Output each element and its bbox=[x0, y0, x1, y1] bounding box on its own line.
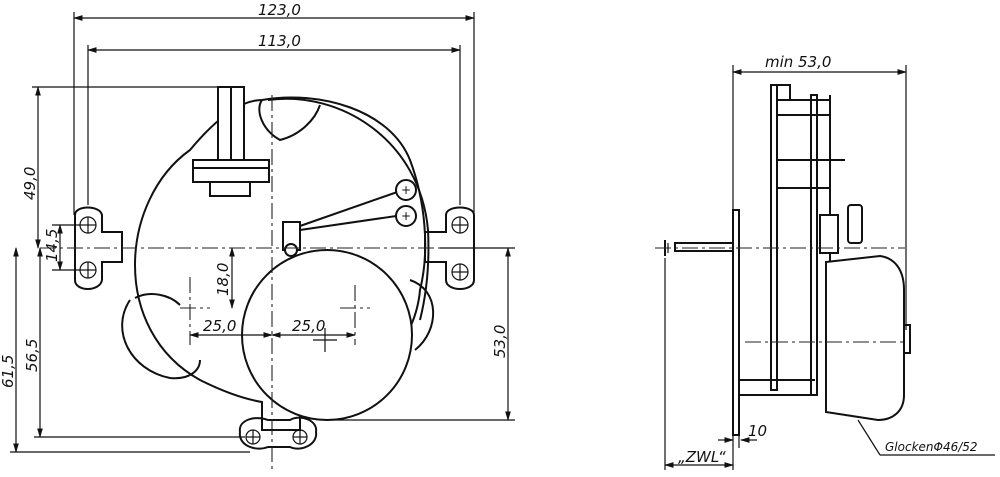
dim-53: 53,0 bbox=[491, 325, 509, 358]
dim-25-left: 25,0 bbox=[203, 317, 236, 335]
svg-text:+: + bbox=[401, 209, 411, 223]
dim-113: 113,0 bbox=[258, 32, 301, 50]
dim-61-5: 61,5 bbox=[0, 355, 17, 388]
dim-zwl: „ZWL“ bbox=[678, 448, 726, 466]
front-view: + + 123,0 113,0 49,0 14,5 61,5 bbox=[0, 1, 515, 470]
dim-25-right: 25,0 bbox=[292, 317, 325, 335]
svg-text:+: + bbox=[401, 183, 411, 197]
side-view: min 53,0 10 „ZWL“ GlockenΦ46/52 bbox=[655, 53, 995, 470]
dim-10: 10 bbox=[748, 422, 767, 440]
dim-14-5: 14,5 bbox=[43, 229, 61, 262]
bell-side bbox=[825, 254, 905, 422]
dim-56-5: 56,5 bbox=[23, 339, 41, 372]
bell-callout: GlockenΦ46/52 bbox=[885, 440, 978, 454]
dim-18: 18,0 bbox=[214, 263, 232, 296]
dim-123: 123,0 bbox=[258, 1, 301, 19]
dim-49: 49,0 bbox=[21, 167, 39, 200]
dim-min-53: min 53,0 bbox=[765, 53, 831, 71]
